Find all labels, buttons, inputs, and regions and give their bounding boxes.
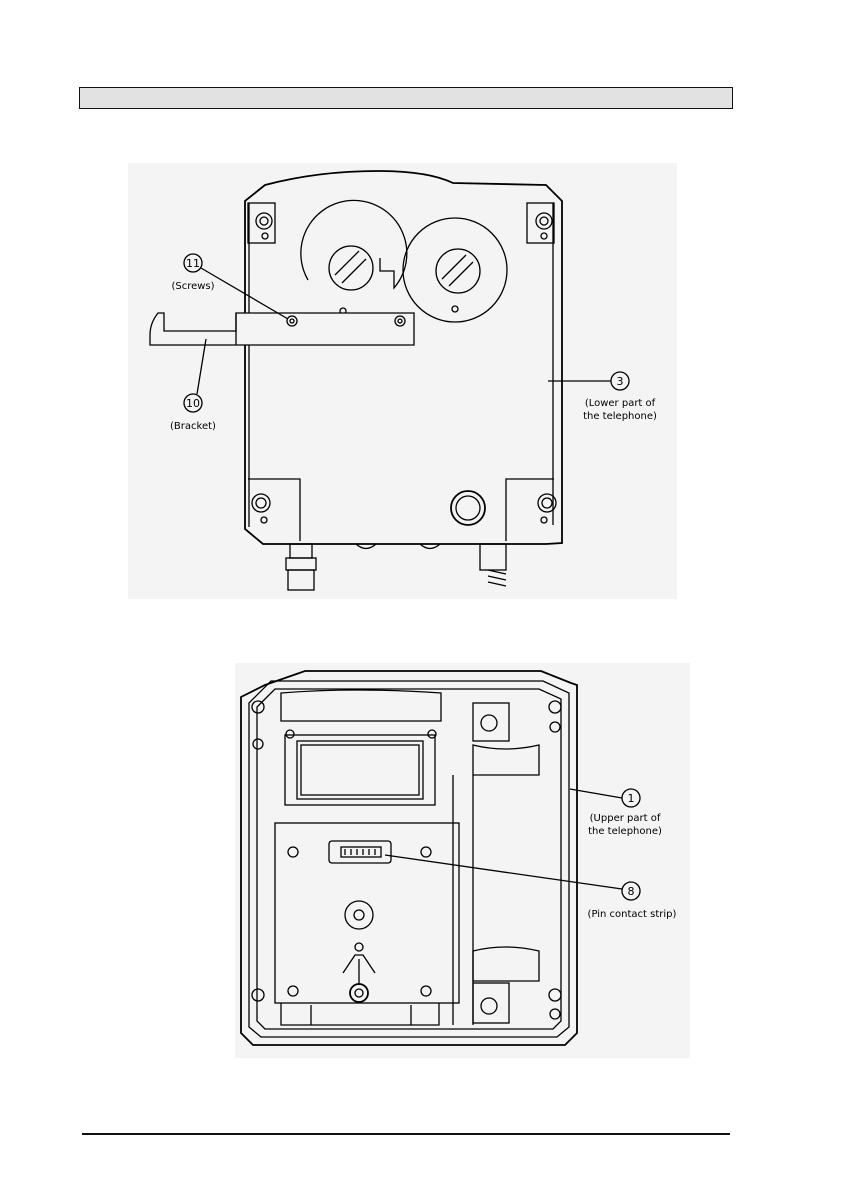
upper-part-svg: 1 (Upper part of the telephone) 8 (Pin c… [235, 663, 690, 1058]
callout-10-label: (Bracket) [170, 421, 216, 432]
callout-3-label-line1: (Lower part of [585, 398, 656, 409]
callout-11: 11 (Screws) [171, 254, 288, 319]
callout-10-number: 10 [186, 397, 200, 410]
callout-1-number: 1 [628, 792, 635, 805]
footer-rule [82, 1133, 730, 1135]
bracket[interactable] [150, 313, 414, 345]
upper-part-drawing: 1 (Upper part of the telephone) 8 (Pin c… [235, 663, 690, 1058]
callout-3: 3 (Lower part of the telephone) [548, 372, 657, 422]
callout-11-label: (Screws) [171, 281, 214, 292]
screw-cap-left [301, 200, 407, 314]
callout-10: 10 (Bracket) [170, 339, 216, 432]
screw-cap-right [403, 218, 507, 322]
section-header-bar [79, 87, 733, 109]
lower-part-svg: 11 (Screws) 10 (Bracket) 3 (Lower part o… [128, 163, 677, 599]
corner-holes [248, 203, 556, 541]
mounting-pads [453, 703, 539, 1025]
callout-1-label-line2: the telephone) [588, 826, 662, 837]
interior-board [275, 823, 459, 1025]
callout-1-label-line1: (Upper part of [590, 813, 661, 824]
callout-11-number: 11 [186, 257, 200, 270]
callout-8-number: 8 [628, 885, 635, 898]
display-window [281, 690, 441, 805]
callout-8-label: (Pin contact strip) [588, 909, 677, 920]
callout-8: 8 (Pin contact strip) [385, 855, 677, 920]
lower-part-drawing: 11 (Screws) 10 (Bracket) 3 (Lower part o… [128, 163, 677, 599]
callout-1: 1 (Upper part of the telephone) [570, 789, 662, 837]
callout-3-number: 3 [617, 375, 624, 388]
callout-3-label-line2: the telephone) [583, 411, 657, 422]
cable-glands [286, 544, 506, 590]
housing-outline [245, 171, 562, 544]
